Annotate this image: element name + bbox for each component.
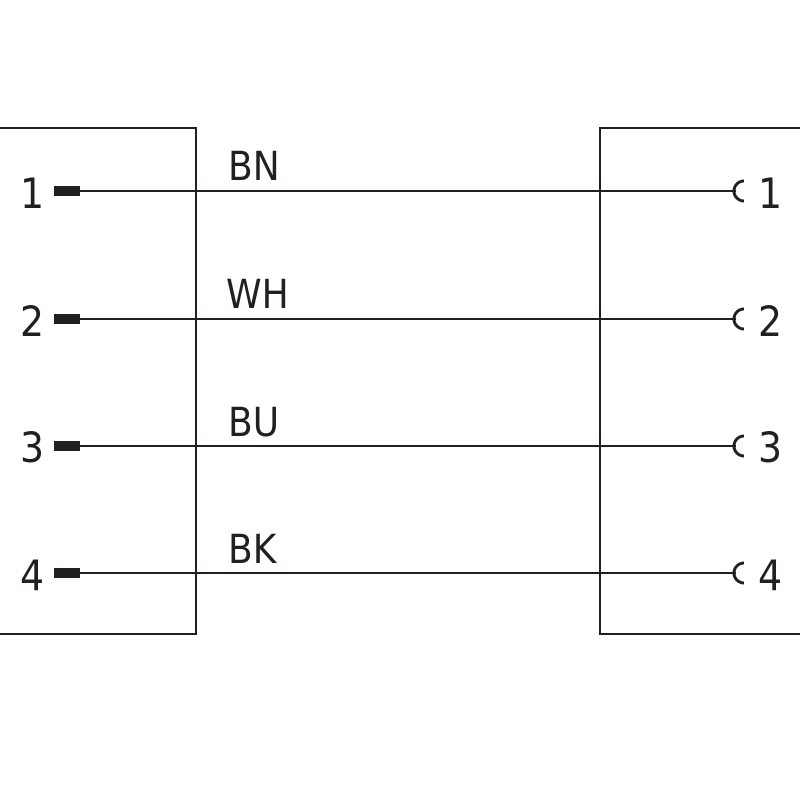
left-connector — [0, 127, 197, 635]
wire-4: 4 BK 4 — [20, 527, 782, 600]
male-pin-icon — [54, 568, 80, 578]
left-pin-label: 1 — [20, 169, 44, 218]
right-pin-label: 4 — [758, 551, 782, 600]
wire-color-label: WH — [226, 272, 289, 318]
right-pin-label: 2 — [758, 297, 782, 346]
female-socket-icon — [732, 434, 745, 458]
female-socket-icon — [732, 561, 745, 585]
wire-3: 3 BU 3 — [20, 400, 782, 472]
wire-2: 2 WH 2 — [20, 272, 782, 346]
right-pin-label: 1 — [758, 169, 782, 218]
female-socket-icon — [732, 179, 745, 203]
right-connector — [599, 127, 800, 635]
left-pin-label: 3 — [20, 423, 44, 472]
wire-color-label: BN — [228, 144, 280, 190]
male-pin-icon — [54, 186, 80, 196]
left-pin-label: 2 — [20, 297, 44, 346]
male-pin-icon — [54, 441, 80, 451]
male-pin-icon — [54, 314, 80, 324]
female-socket-icon — [732, 307, 745, 331]
left-pin-label: 4 — [20, 551, 44, 600]
right-pin-label: 3 — [758, 423, 782, 472]
wire-color-label: BK — [228, 527, 278, 573]
wire-1: 1 BN 1 — [20, 144, 782, 218]
wire-color-label: BU — [228, 400, 279, 446]
